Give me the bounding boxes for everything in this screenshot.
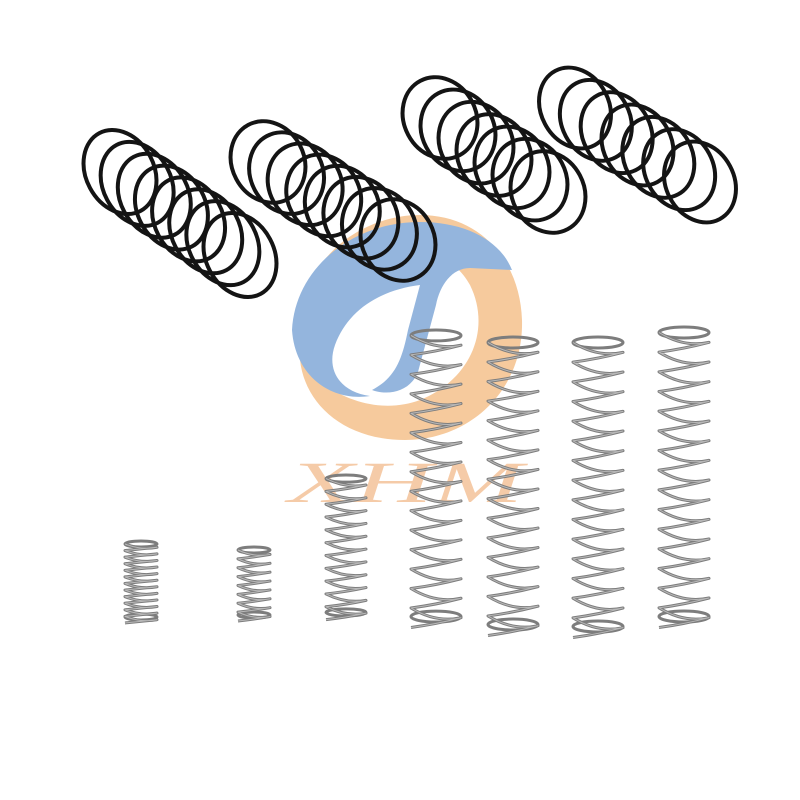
large-spring-3	[400, 75, 588, 235]
steel-spring-1	[123, 539, 159, 625]
large-black-springs	[81, 65, 738, 300]
steel-spring-7	[657, 325, 711, 629]
large-spring-4	[537, 65, 738, 225]
spring-coil	[201, 210, 279, 300]
spring-coil	[98, 139, 176, 228]
steel-spring-6	[571, 335, 625, 639]
steel-spring-3	[324, 473, 368, 622]
spring-coil	[150, 175, 228, 264]
spring-highlight	[124, 543, 158, 624]
spring-coil	[184, 199, 262, 288]
spring-coil	[662, 139, 738, 225]
spring-highlight	[658, 332, 710, 629]
spring-coil	[490, 136, 570, 223]
spring-coil	[81, 127, 159, 217]
spring-highlight	[487, 342, 539, 636]
large-spring-1	[81, 127, 279, 300]
watermark-blue-shape	[292, 222, 512, 397]
steel-spring-4	[409, 328, 463, 629]
spring-coil	[641, 127, 718, 213]
steel-spring-5	[486, 335, 540, 637]
spring-highlight	[325, 478, 367, 621]
spring-coil	[508, 149, 588, 235]
spring-coil	[115, 151, 193, 240]
spring-coil	[132, 163, 210, 252]
steel-springs	[123, 325, 711, 639]
spring-highlight	[572, 342, 624, 639]
steel-spring-2	[236, 545, 272, 623]
large-spring-2	[228, 119, 438, 283]
watermark-orange-swoosh	[300, 215, 523, 440]
spring-highlight	[410, 335, 462, 628]
spring-coil	[340, 186, 419, 272]
spring-coil	[167, 187, 245, 276]
spring-highlight	[237, 549, 271, 622]
spring-coil	[358, 197, 438, 283]
